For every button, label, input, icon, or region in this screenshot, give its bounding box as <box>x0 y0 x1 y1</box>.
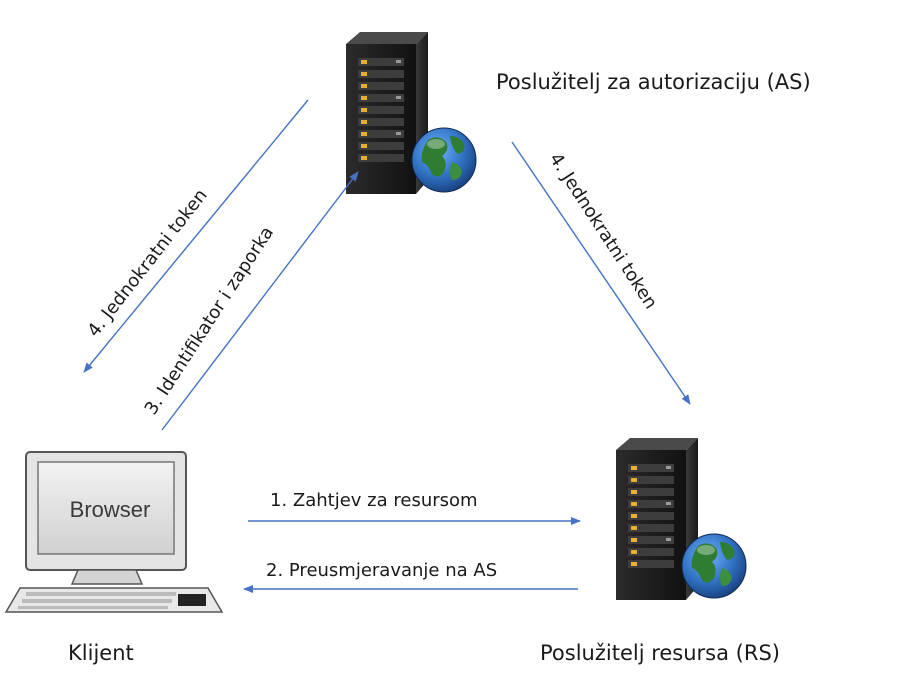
browser-screen-text: Browser <box>70 497 151 522</box>
arrow-credentials-to-as <box>161 171 359 431</box>
as-label: Poslužitelj za autorizaciju (AS) <box>496 70 811 94</box>
edge-label-token-client: 4. Jednokratni token <box>83 185 211 341</box>
edge-label-request: 1. Zahtjev za resursom <box>270 490 478 511</box>
as-server-icon <box>345 31 477 195</box>
arrow-token-to-client <box>83 99 309 373</box>
edge-label-redirect: 2. Preusmjeravanje na AS <box>266 560 497 581</box>
edge-label-token-rs: 4. Jednokratni token <box>545 149 661 313</box>
computer-icon <box>4 451 224 613</box>
rs-label: Poslužitelj resursa (RS) <box>540 641 780 665</box>
arrow-token-to-rs <box>511 141 691 405</box>
rs-server-icon <box>615 437 747 601</box>
client-label: Klijent <box>68 641 134 665</box>
